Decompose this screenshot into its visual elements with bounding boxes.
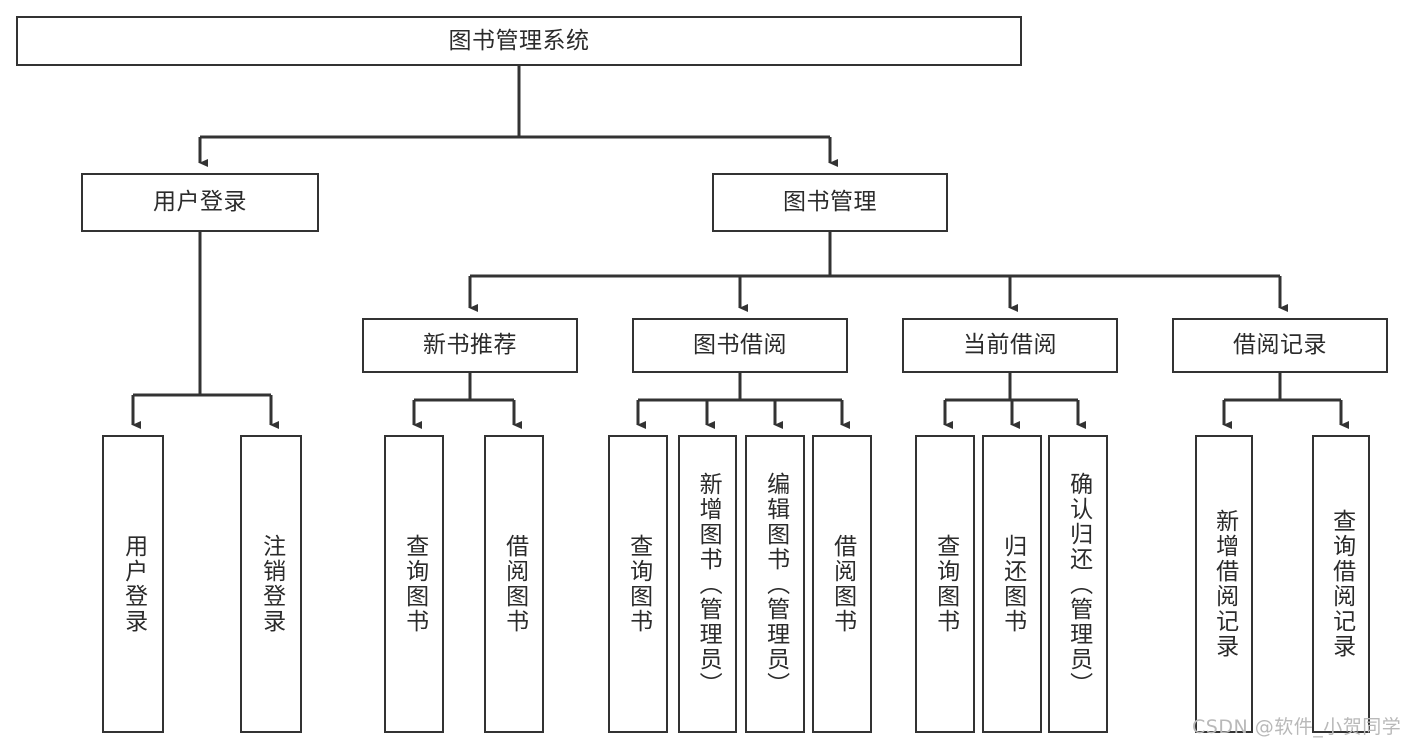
node-borrow-record-label: 借阅记录 [1233, 332, 1327, 359]
leaf-add-borrow-record[interactable]: 新增借阅记录 [1195, 435, 1253, 733]
leaf-edit-book-admin-label: 编辑图书（管理员） [762, 471, 789, 697]
leaf-borrow-book[interactable]: 借阅图书 [812, 435, 872, 733]
node-current-borrow[interactable]: 当前借阅 [902, 318, 1118, 373]
leaf-logout-label: 注销登录 [258, 534, 285, 634]
leaf-query-borrow-record-label: 查询借阅记录 [1328, 509, 1355, 659]
leaf-query-book-borrow-label: 查询图书 [625, 534, 652, 634]
leaf-user-login[interactable]: 用户登录 [102, 435, 164, 733]
leaf-query-book-current-label: 查询图书 [932, 534, 959, 634]
node-new-book-recommend[interactable]: 新书推荐 [362, 318, 578, 373]
leaf-query-book-borrow[interactable]: 查询图书 [608, 435, 668, 733]
leaf-query-book-recommend[interactable]: 查询图书 [384, 435, 444, 733]
node-borrow-record[interactable]: 借阅记录 [1172, 318, 1388, 373]
node-book-management[interactable]: 图书管理 [712, 173, 948, 232]
leaf-return-book-label: 归还图书 [999, 534, 1026, 634]
node-book-borrow[interactable]: 图书借阅 [632, 318, 848, 373]
leaf-edit-book-admin[interactable]: 编辑图书（管理员） [745, 435, 805, 733]
leaf-borrow-book-recommend-label: 借阅图书 [501, 534, 528, 634]
leaf-borrow-book-recommend[interactable]: 借阅图书 [484, 435, 544, 733]
node-user-login[interactable]: 用户登录 [81, 173, 319, 232]
leaf-borrow-book-label: 借阅图书 [829, 534, 856, 634]
leaf-query-borrow-record[interactable]: 查询借阅记录 [1312, 435, 1370, 733]
node-root[interactable]: 图书管理系统 [16, 16, 1022, 66]
node-root-label: 图书管理系统 [448, 27, 590, 54]
node-new-book-recommend-label: 新书推荐 [423, 332, 517, 359]
leaf-query-book-recommend-label: 查询图书 [401, 534, 428, 634]
leaf-return-book[interactable]: 归还图书 [982, 435, 1042, 733]
leaf-add-borrow-record-label: 新增借阅记录 [1211, 509, 1238, 659]
leaf-confirm-return-admin-label: 确认归还（管理员） [1065, 471, 1092, 697]
leaf-add-book-admin-label: 新增图书（管理员） [695, 471, 722, 697]
leaf-logout[interactable]: 注销登录 [240, 435, 302, 733]
leaf-confirm-return-admin[interactable]: 确认归还（管理员） [1048, 435, 1108, 733]
csdn-watermark: CSDN @软件_小贺同学 [1192, 716, 1402, 738]
node-book-borrow-label: 图书借阅 [693, 332, 787, 359]
node-user-login-label: 用户登录 [153, 189, 247, 216]
leaf-query-book-current[interactable]: 查询图书 [915, 435, 975, 733]
leaf-user-login-label: 用户登录 [120, 534, 147, 634]
node-current-borrow-label: 当前借阅 [963, 332, 1057, 359]
node-book-management-label: 图书管理 [783, 189, 877, 216]
leaf-add-book-admin[interactable]: 新增图书（管理员） [678, 435, 737, 733]
